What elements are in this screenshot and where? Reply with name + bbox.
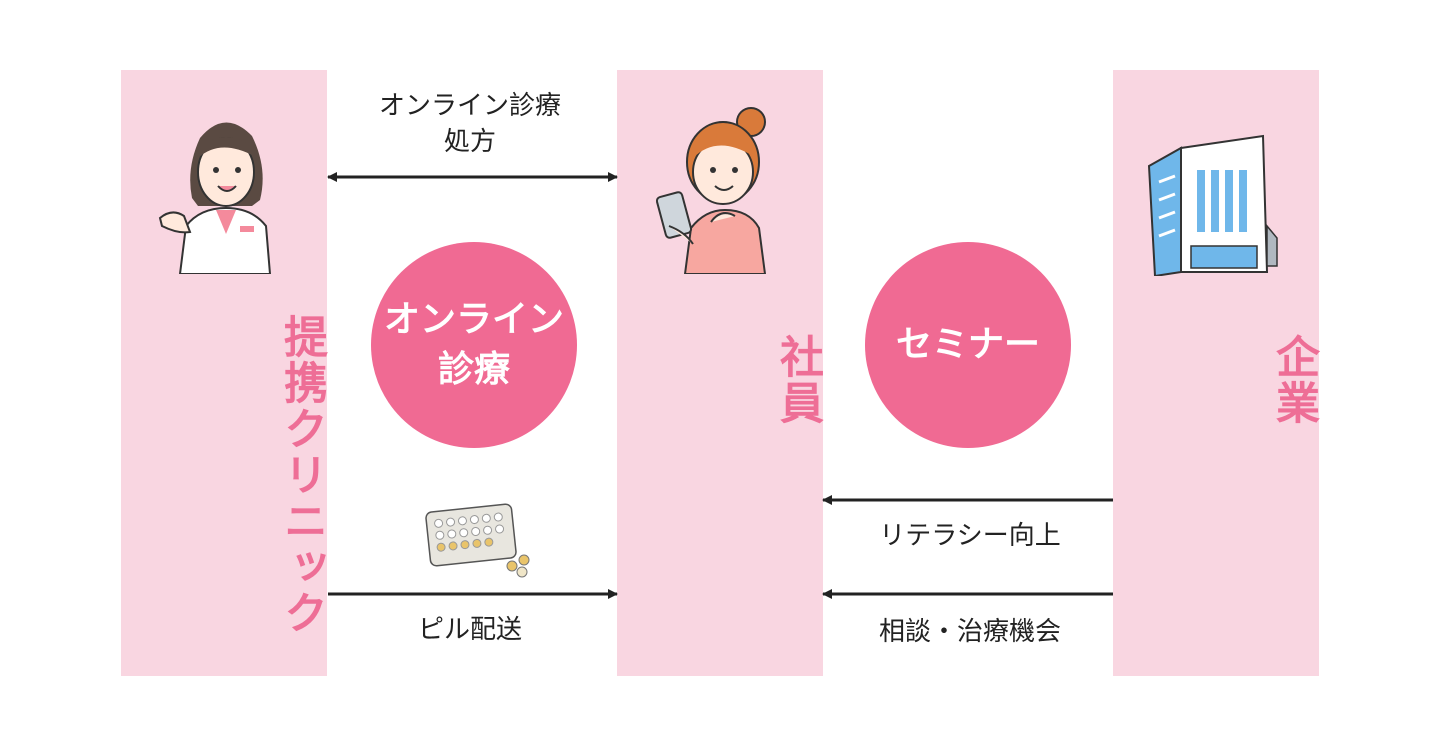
pill-pack-icon bbox=[425, 503, 530, 578]
online-circle-line1: オンライン bbox=[383, 299, 564, 340]
company-label: 企業 bbox=[1268, 334, 1319, 426]
clinic-label: 提携クリニック bbox=[276, 314, 327, 636]
pill-delivery-label: ピル配送 bbox=[417, 615, 522, 645]
seminar-circle-line1: セミナー bbox=[895, 324, 1040, 365]
woman-smartphone-icon bbox=[655, 107, 767, 274]
literacy-label: リテラシー向上 bbox=[879, 521, 1061, 551]
consult-label: 相談・治療機会 bbox=[878, 617, 1061, 647]
online-rx-line1: オンライン診療 bbox=[378, 91, 561, 121]
seminar-circle: セミナー bbox=[865, 242, 1071, 448]
online-rx-label: オンライン診療 処方 bbox=[340, 88, 600, 160]
employee-column: 社員 bbox=[617, 70, 823, 676]
online-rx-line2: 処方 bbox=[443, 127, 496, 157]
doctor-icon bbox=[158, 122, 272, 274]
employee-label: 社員 bbox=[772, 334, 823, 426]
online-circle-line2: 診療 bbox=[437, 349, 510, 390]
online-consultation-circle: オンライン 診療 bbox=[371, 242, 577, 448]
office-building-icon bbox=[1147, 134, 1278, 276]
